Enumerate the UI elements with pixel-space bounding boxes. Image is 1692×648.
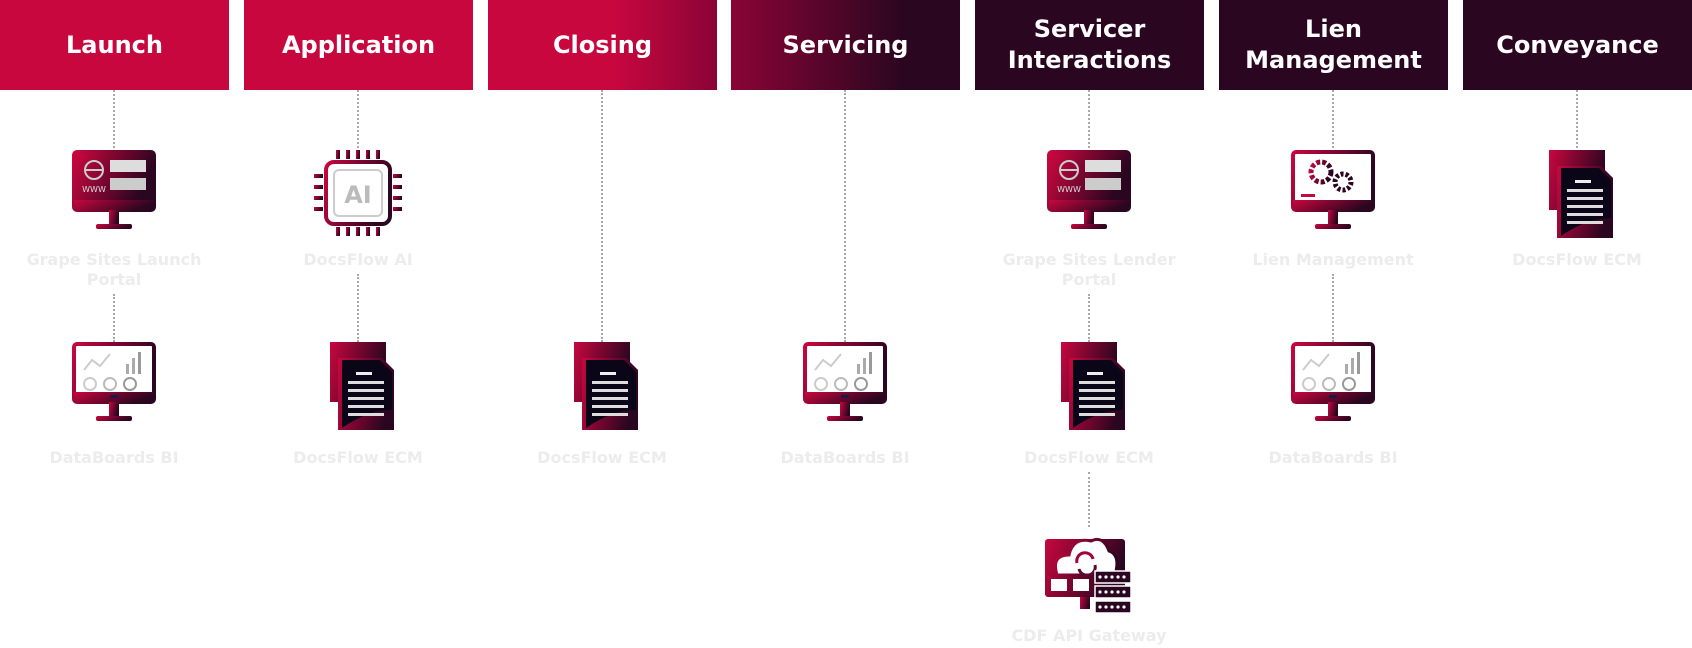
connector-line <box>1332 90 1334 148</box>
web-portal-monitor-icon: WWW <box>1029 148 1149 238</box>
connector-line <box>357 274 359 342</box>
connector-line <box>844 90 846 342</box>
stage-header-servicing: Servicing <box>731 0 960 90</box>
connector-line <box>357 90 359 148</box>
stage-header-application: Application <box>244 0 473 90</box>
connector-line <box>1576 90 1578 148</box>
dashboard-monitor-icon <box>54 340 174 430</box>
connector-line <box>113 294 115 342</box>
documents-icon <box>1029 340 1149 430</box>
node-label: Lien Management <box>1252 250 1414 269</box>
connector-line <box>1088 90 1090 148</box>
stage-header-lien-management: Lien Management <box>1219 0 1448 90</box>
connector-line <box>1088 472 1090 527</box>
svg-text:WWW: WWW <box>82 185 106 194</box>
node-label: DataBoards BI <box>780 448 910 467</box>
node-label: DocsFlow ECM <box>537 448 667 467</box>
node-label: DocsFlow ECM <box>1512 250 1642 269</box>
node-label: Grape Sites Lender Portal <box>1002 250 1176 289</box>
svg-text:WWW: WWW <box>1057 185 1081 194</box>
gears-monitor-icon <box>1273 148 1393 238</box>
stage-header-closing: Closing <box>488 0 717 90</box>
connector-line <box>113 90 115 148</box>
node-label: Grape Sites Launch Portal <box>26 250 202 289</box>
connector-line <box>1332 274 1334 342</box>
stage-header-servicer-interactions: Servicer Interactions <box>975 0 1204 90</box>
node-label: DocsFlow ECM <box>1024 448 1154 467</box>
stage-header-launch: Launch <box>0 0 229 90</box>
node-label: DataBoards BI <box>1268 448 1398 467</box>
connector-line <box>601 90 603 342</box>
ai-chip-icon: AI <box>298 148 418 238</box>
dashboard-monitor-icon <box>1273 340 1393 430</box>
documents-icon <box>1517 148 1637 238</box>
node-label: DocsFlow AI <box>303 250 413 269</box>
cloud-server-icon <box>1029 525 1149 615</box>
documents-icon <box>542 340 662 430</box>
dashboard-monitor-icon <box>785 340 905 430</box>
node-label: CDF API Gateway <box>1011 626 1167 645</box>
connector-line <box>1088 294 1090 342</box>
svg-text:AI: AI <box>344 181 372 209</box>
documents-icon <box>298 340 418 430</box>
web-portal-monitor-icon: WWW <box>54 148 174 238</box>
node-label: DataBoards BI <box>49 448 179 467</box>
node-label: DocsFlow ECM <box>293 448 423 467</box>
stage-header-conveyance: Conveyance <box>1463 0 1692 90</box>
